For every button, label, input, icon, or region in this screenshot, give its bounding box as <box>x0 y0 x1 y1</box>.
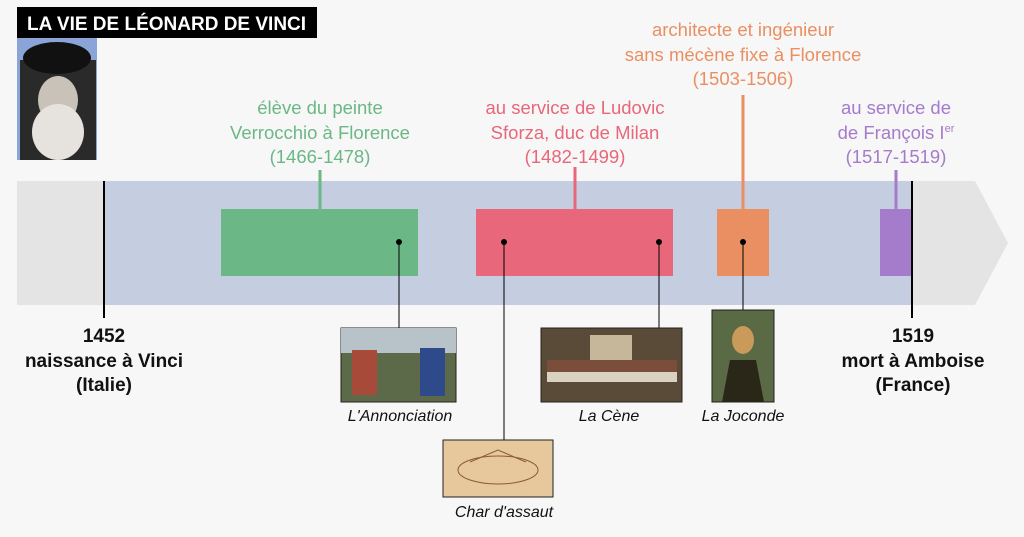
svg-text:(1503-1506): (1503-1506) <box>693 68 794 89</box>
work-connectors <box>396 239 746 440</box>
la-cene-image <box>540 327 683 403</box>
svg-text:1452: 1452 <box>83 326 125 347</box>
svg-text:au service de: au service de <box>841 97 951 118</box>
svg-text:(Italie): (Italie) <box>76 375 132 396</box>
la-joconde-image <box>711 309 775 403</box>
period-label-sforza: au service de Ludovic Sforza, duc de Mil… <box>486 97 665 167</box>
period-bar-francois <box>880 209 911 276</box>
portrait-image <box>17 38 97 160</box>
birth-label: 1452 naissance à Vinci (Italie) <box>25 326 183 396</box>
period-bar-sforza <box>476 209 673 276</box>
svg-text:de François Ier: de François Ier <box>838 122 955 143</box>
period-bar-verrocchio <box>221 209 418 276</box>
svg-text:1519: 1519 <box>892 326 934 347</box>
svg-text:(1517-1519): (1517-1519) <box>846 146 947 167</box>
char-assaut-image <box>442 439 554 498</box>
annonciation-image <box>340 327 457 403</box>
svg-text:(1466-1478): (1466-1478) <box>270 146 371 167</box>
svg-text:architecte et ingénieur: architecte et ingénieur <box>652 19 834 40</box>
svg-text:(France): (France) <box>876 375 951 396</box>
svg-text:(1482-1499): (1482-1499) <box>525 146 626 167</box>
caption-char-assaut: Char d'assaut <box>455 504 554 521</box>
svg-text:mort à Amboise: mort à Amboise <box>842 351 985 372</box>
title-box <box>17 7 317 38</box>
caption-la-joconde: La Joconde <box>702 408 785 425</box>
svg-text:sans mécène fixe à Florence: sans mécène fixe à Florence <box>625 44 862 65</box>
death-label: 1519 mort à Amboise (France) <box>842 326 985 396</box>
svg-text:élève du peinte: élève du peinte <box>257 97 383 118</box>
caption-la-cene: La Cène <box>579 408 640 425</box>
caption-annonciation: L'Annonciation <box>348 408 453 425</box>
period-label-francois: au service de de François Ier (1517-1519… <box>838 97 955 167</box>
page-title: LA VIE DE LÉONARD DE VINCI <box>27 13 306 35</box>
svg-text:naissance à Vinci: naissance à Vinci <box>25 351 183 372</box>
svg-text:au service de Ludovic: au service de Ludovic <box>486 97 665 118</box>
svg-text:Verrocchio à Florence: Verrocchio à Florence <box>230 122 410 143</box>
svg-text:Sforza, duc de Milan: Sforza, duc de Milan <box>491 122 660 143</box>
period-label-verrocchio: élève du peinte Verrocchio à Florence (1… <box>230 97 410 167</box>
period-label-florence: architecte et ingénieur sans mécène fixe… <box>625 19 862 89</box>
